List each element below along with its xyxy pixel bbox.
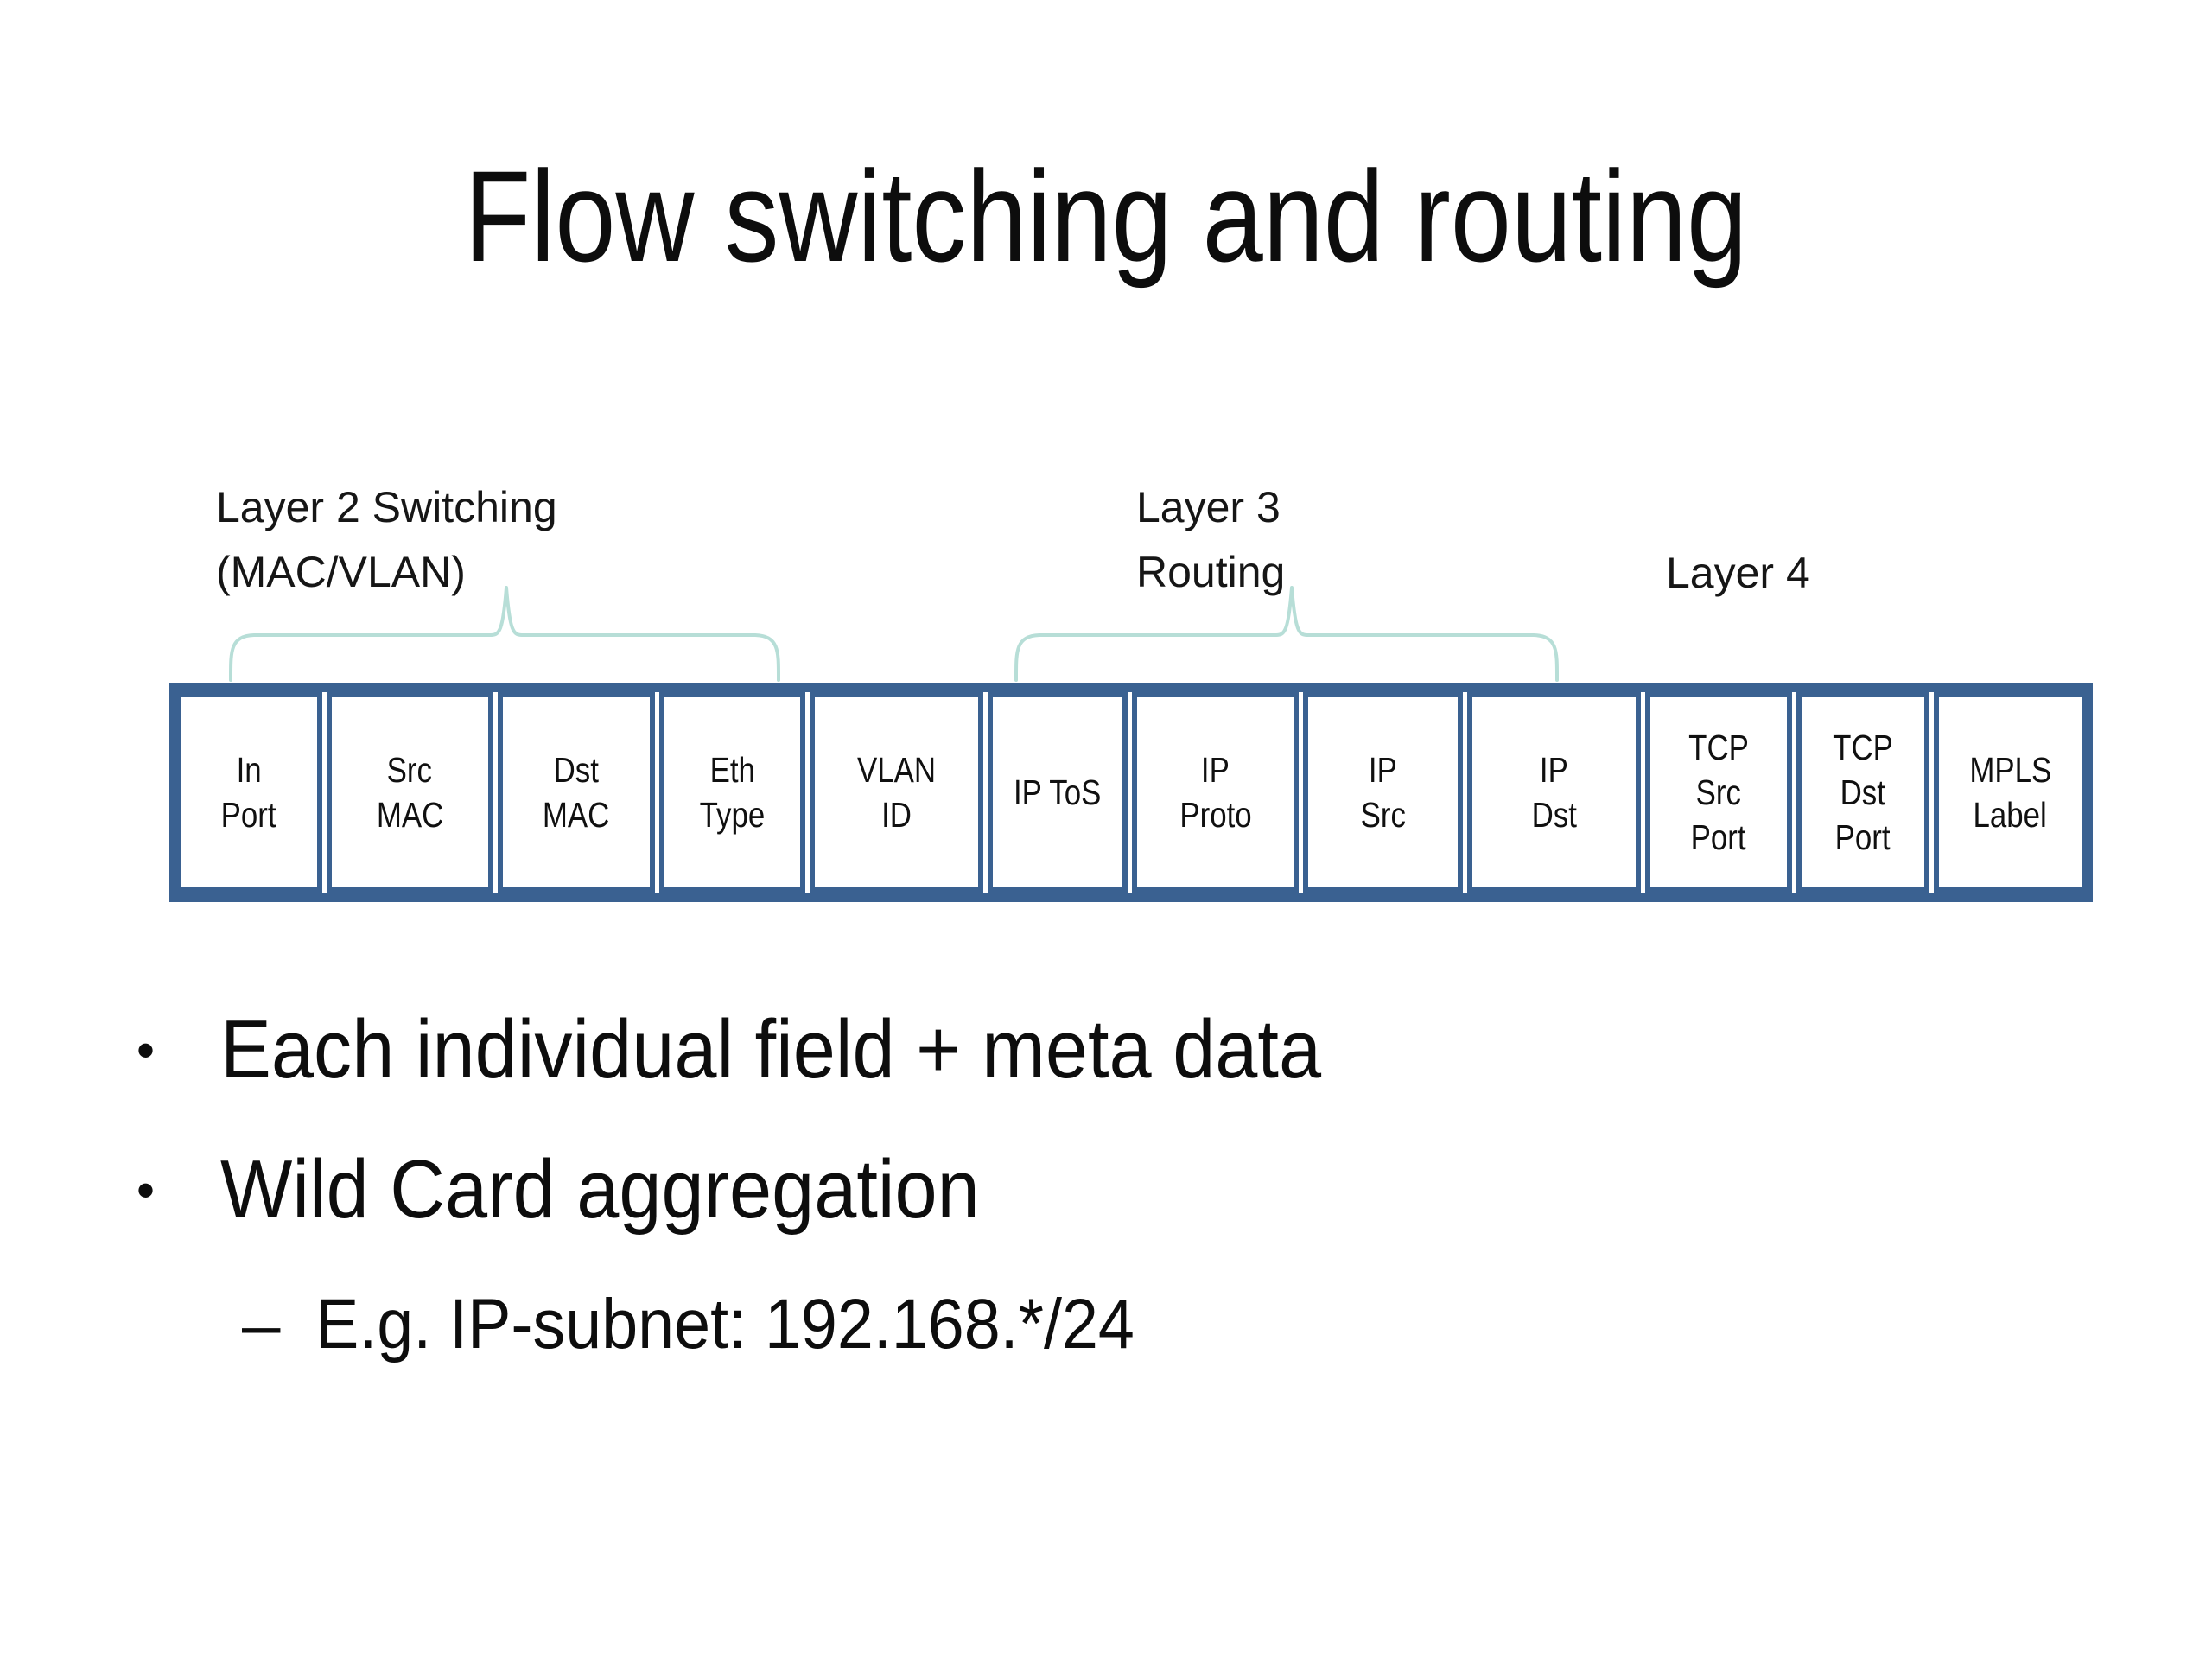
field-cell-ip-proto: IP Proto (1132, 692, 1300, 893)
field-cell-ip-src: IP Src (1303, 692, 1464, 893)
field-cell-in-port: In Port (175, 692, 322, 893)
field-cell-mpls-label: MPLS Label (1933, 692, 2087, 893)
field-cell-tcp-dst-port: TCP Dst Port (1796, 692, 1929, 893)
bullet-text: Wild Card aggregation (220, 1143, 980, 1236)
sub-bullet-marker: – (242, 1286, 281, 1363)
field-cell-tcp-src-port: TCP Src Port (1644, 692, 1792, 893)
bullet-text: Each individual field + meta data (220, 1003, 1322, 1096)
bullet-marker: • (137, 1020, 156, 1079)
layer2-label-line2: (MAC/VLAN) (216, 548, 466, 596)
bullet-item-1: • Each individual field + meta data (137, 994, 1417, 1106)
field-cell-ip-dst: IP Dst (1467, 692, 1641, 893)
layer3-brace (1014, 586, 1560, 682)
layer3-label-line1: Layer 3 (1136, 483, 1281, 531)
bullet-marker: • (137, 1160, 156, 1219)
layer3-routing-label: Layer 3 Routing (1136, 475, 1285, 605)
layer4-label: Layer 4 (1666, 549, 1810, 597)
bullet-item-2: • Wild Card aggregation (137, 1134, 1046, 1246)
sub-bullet-text: E.g. IP-subnet: 192.168.*/24 (315, 1285, 1135, 1363)
field-cell-ip-tos: IP ToS (988, 692, 1128, 893)
layer3-label-line2: Routing (1136, 548, 1286, 596)
layer2-brace (228, 586, 781, 682)
sub-bullet-item-1: – E.g. IP-subnet: 192.168.*/24 (242, 1277, 1205, 1372)
field-cell-vlan-id: VLAN ID (810, 692, 984, 893)
flow-field-table: In Port Src MAC Dst MAC Eth Type VLAN ID… (169, 683, 2093, 902)
layer2-switching-label: Layer 2 Switching (MAC/VLAN) (216, 475, 557, 605)
field-cell-dst-mac: Dst MAC (497, 692, 655, 893)
field-cell-eth-type: Eth Type (658, 692, 806, 893)
slide-title: Flow switching and routing (464, 143, 1748, 289)
layer2-label-line1: Layer 2 Switching (216, 483, 557, 531)
field-cell-src-mac: Src MAC (326, 692, 493, 893)
